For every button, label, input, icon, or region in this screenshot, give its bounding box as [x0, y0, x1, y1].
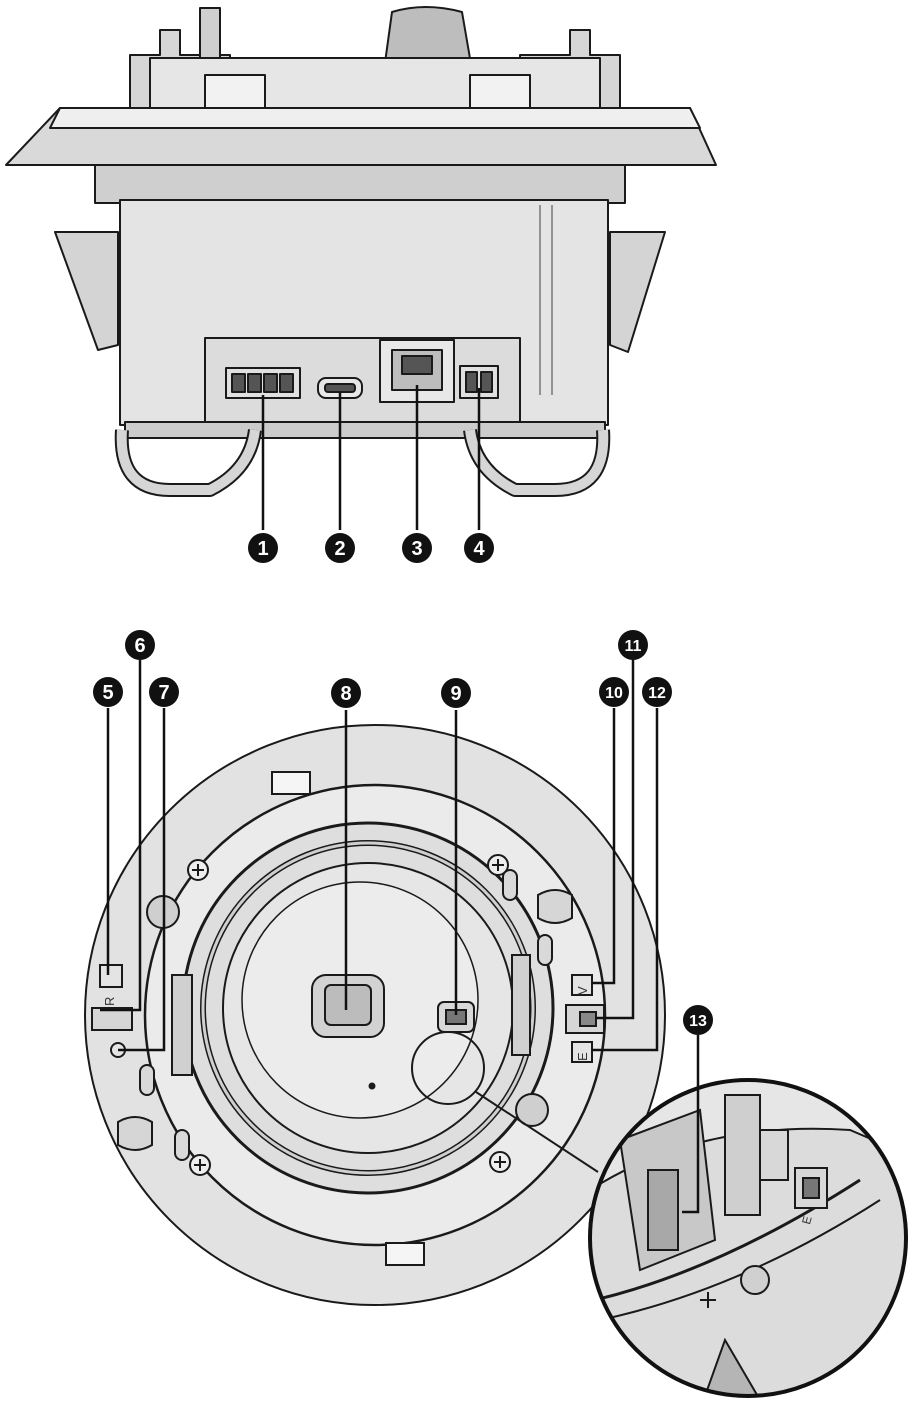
- callout-circle-12: [642, 677, 672, 707]
- callout-3: 3: [402, 533, 432, 563]
- side-clamp-left: [54, 231, 119, 351]
- callout-number-5: 5: [102, 682, 113, 704]
- callout-circle-7: [149, 677, 179, 707]
- screw-mark-4: [489, 1151, 511, 1173]
- callout-number-3: 3: [411, 538, 422, 560]
- callout-number-13: 13: [689, 1013, 707, 1030]
- callout-number-8: 8: [340, 683, 351, 705]
- slot-4: [174, 1129, 190, 1161]
- magnify-area: [411, 1031, 485, 1105]
- slot-1: [502, 869, 518, 901]
- callout-number-1: 1: [257, 538, 268, 560]
- switch-r: [99, 964, 123, 988]
- callout-number-7: 7: [158, 682, 169, 704]
- callout-6: 6: [125, 630, 155, 660]
- housing-base-plate: [124, 421, 606, 439]
- switch-e: [571, 1041, 593, 1063]
- board-mark-e-detail: E: [799, 1215, 815, 1226]
- detail-zoom-view: E: [588, 1078, 908, 1398]
- screw-mark-1: [187, 859, 209, 881]
- leader-lines-bottom: [100, 660, 700, 1214]
- keyhole-left: [117, 1116, 153, 1151]
- callout-13: 13: [683, 1005, 713, 1035]
- callout-5: 5: [93, 677, 123, 707]
- slot-3: [139, 1064, 155, 1096]
- side-clamp-right: [609, 231, 666, 353]
- switch-v: [571, 974, 593, 996]
- mount-plate-illustration: [84, 724, 666, 1306]
- callout-11: 11: [618, 630, 648, 660]
- callout-circle-1: [248, 533, 278, 563]
- callout-circle-13: [683, 1005, 713, 1035]
- connector-micro-usb: [317, 377, 363, 399]
- slot-2: [537, 934, 553, 966]
- callout-9: 9: [441, 678, 471, 708]
- callout-circle-8: [331, 678, 361, 708]
- callout-circle-6: [125, 630, 155, 660]
- mount-tab-bottom: [385, 1242, 425, 1266]
- top-knob: [383, 6, 473, 71]
- ring-clip-left: [171, 974, 193, 1076]
- screw-mark-2: [487, 854, 509, 876]
- callout-circle-9: [441, 678, 471, 708]
- callout-1: 1: [248, 533, 278, 563]
- switch-left: [91, 1007, 133, 1031]
- connector-terminal-block-4pin: [225, 367, 301, 399]
- screw-hole-bottom-right: [515, 1093, 549, 1127]
- callout-number-10: 10: [605, 685, 623, 702]
- housing-body-band: [94, 164, 626, 204]
- board-mark-v: V: [575, 986, 590, 995]
- callout-7: 7: [149, 677, 179, 707]
- leader-lines-top: [261, 385, 481, 530]
- ceiling-flange-top: [49, 107, 701, 129]
- callout-circle-2: [325, 533, 355, 563]
- keyhole-right: [537, 889, 573, 924]
- callout-circle-10: [599, 677, 629, 707]
- callout-4: 4: [464, 533, 494, 563]
- back-housing-illustration: [5, 6, 717, 497]
- callout-circle-4: [464, 533, 494, 563]
- callout-number-11: 11: [625, 638, 642, 655]
- detail-zoom-border: [588, 1078, 908, 1398]
- mount-tab-top: [271, 771, 311, 795]
- callout-number-12: 12: [648, 685, 666, 702]
- board-mark-r: R: [102, 997, 117, 1006]
- callout-number-4: 4: [473, 538, 485, 560]
- callout-8: 8: [331, 678, 361, 708]
- callout-number-9: 9: [450, 683, 461, 705]
- callout-number-2: 2: [334, 538, 345, 560]
- ring-clip-right: [511, 954, 531, 1056]
- callout-10: 10: [599, 677, 629, 707]
- screw-mark-3: [189, 1154, 211, 1176]
- callout-circle-3: [402, 533, 432, 563]
- board-mark-e: E: [575, 1052, 590, 1061]
- callout-circle-5: [93, 677, 123, 707]
- callout-12: 12: [642, 677, 672, 707]
- callout-2: 2: [325, 533, 355, 563]
- callout-circle-11: [618, 630, 648, 660]
- callout-number-6: 6: [134, 635, 145, 657]
